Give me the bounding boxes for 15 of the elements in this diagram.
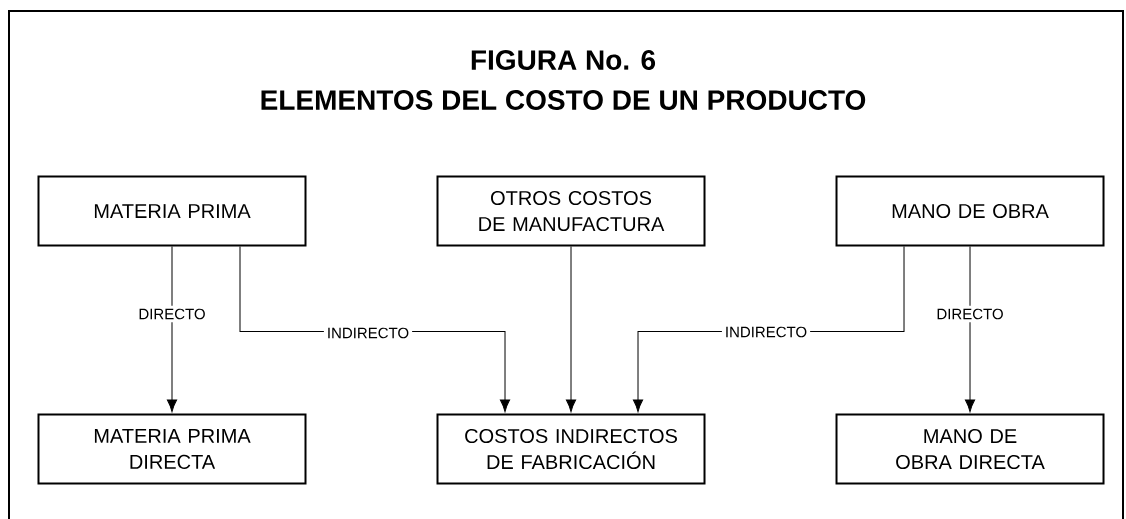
arrow	[166, 246, 178, 413]
edge-label: DIRECTO	[933, 305, 1007, 323]
arrow	[964, 246, 976, 413]
edge-label: INDIRECTO	[721, 323, 811, 341]
box: OTROS COSTOS DE MANUFACTURA	[436, 175, 706, 247]
box: MATERIA PRIMA DIRECTA	[37, 413, 307, 485]
edge-label: DIRECTO	[135, 305, 209, 323]
box: MANO DE OBRA DIRECTA	[835, 413, 1105, 485]
box: MANO DE OBRA	[835, 175, 1105, 247]
title: FIGURA No. 6	[471, 50, 656, 70]
subtitle: ELEMENTOS DEL COSTO DE UN PRODUCTO	[261, 90, 866, 110]
edge-label: INDIRECTO	[323, 324, 413, 342]
box: COSTOS INDIRECTOS DE FABRICACIÓN	[436, 413, 706, 485]
box: MATERIA PRIMA	[37, 175, 307, 247]
arrow	[565, 246, 577, 413]
